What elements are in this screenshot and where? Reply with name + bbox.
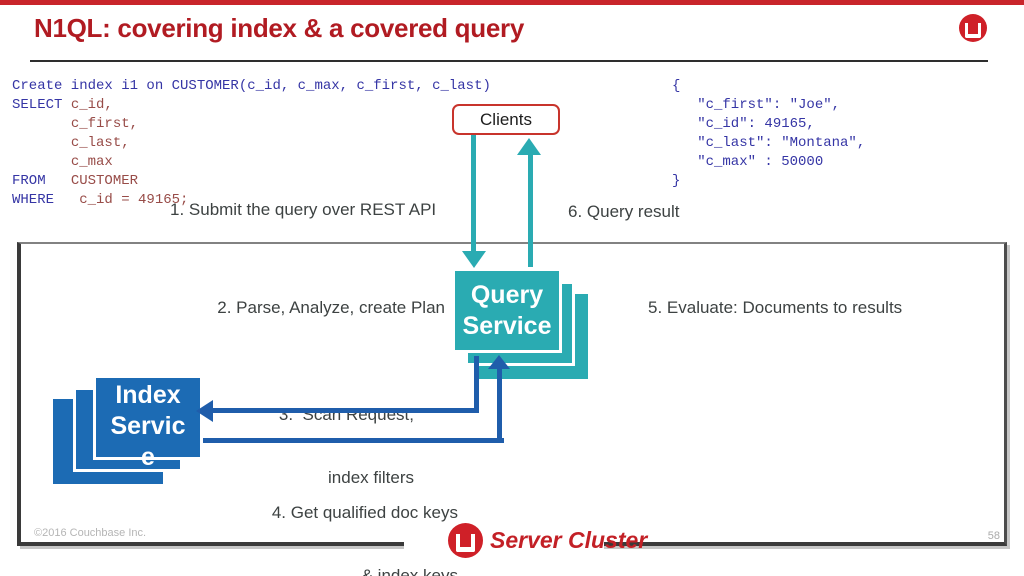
arrow-submit-query-line bbox=[471, 134, 476, 253]
arrow-doc-keys-vline bbox=[497, 367, 502, 443]
json-line: "c_id": 49165, bbox=[672, 116, 815, 132]
top-accent-bar bbox=[0, 0, 1024, 5]
json-line: "c_last": "Montana", bbox=[672, 135, 866, 151]
couchbase-logo-icon bbox=[448, 523, 483, 558]
clients-box: Clients bbox=[452, 104, 560, 135]
step4-label: 4. Get qualified doc keys & index keys bbox=[248, 460, 458, 576]
sql-identifier: c_id, bbox=[70, 97, 113, 113]
json-line: "c_max" : 50000 bbox=[672, 154, 824, 170]
index-service-card: Index Servic e bbox=[93, 375, 203, 471]
server-cluster-label: Server Cluster bbox=[490, 527, 648, 553]
arrow-query-result-line bbox=[528, 154, 533, 267]
arrow-query-result-head-icon bbox=[517, 138, 541, 155]
sql-keyword: FROM bbox=[12, 173, 71, 189]
arrow-scan-request-head-icon bbox=[196, 400, 213, 422]
title-underline bbox=[30, 60, 988, 62]
arrow-scan-request-vline bbox=[474, 356, 479, 413]
arrow-doc-keys-head-icon bbox=[488, 355, 510, 369]
sql-code-block: Create index i1 on CUSTOMER(c_id, c_max,… bbox=[12, 77, 491, 210]
index-service-label-line3: e bbox=[141, 443, 155, 471]
sql-identifier: c_first, bbox=[70, 116, 139, 132]
query-service-label-line2: Service bbox=[462, 311, 552, 340]
sql-identifier: CUSTOMER bbox=[70, 173, 139, 189]
json-result-block: { "c_first": "Joe", "c_id": 49165, "c_la… bbox=[672, 77, 865, 191]
page-title: N1QL: covering index & a covered query bbox=[34, 13, 524, 43]
step4-line1: 4. Get qualified doc keys bbox=[271, 503, 458, 522]
step2-label: 2. Parse, Analyze, create Plan bbox=[217, 298, 445, 317]
index-service-label-line1: Index bbox=[115, 381, 181, 409]
sql-identifier: c_id = 49165; bbox=[79, 192, 189, 208]
arrow-submit-query-head-icon bbox=[462, 251, 486, 268]
copyright-text: ©2016 Couchbase Inc. bbox=[34, 527, 147, 539]
arrow-doc-keys-hline bbox=[203, 438, 504, 443]
sql-keyword: WHERE bbox=[12, 192, 80, 208]
step6-label: 6. Query result bbox=[568, 202, 680, 221]
arrow-scan-request-hline bbox=[212, 408, 478, 413]
couch-glyph bbox=[455, 534, 476, 553]
sql-keyword: SELECT bbox=[12, 97, 71, 113]
json-line: } bbox=[672, 173, 681, 189]
json-line: "c_first": "Joe", bbox=[672, 97, 841, 113]
sql-line: c_first, bbox=[12, 115, 491, 134]
step1-label: 1. Submit the query over REST API bbox=[170, 200, 437, 219]
json-line: { bbox=[672, 78, 681, 94]
sql-keyword: Create index i1 on CUSTOMER(c_id, c_max,… bbox=[12, 78, 491, 94]
query-service-card: Query Service bbox=[452, 268, 562, 353]
page-number: 58 bbox=[987, 530, 1000, 542]
clients-label: Clients bbox=[480, 109, 532, 129]
index-service-label-line2: Servic bbox=[110, 412, 186, 440]
step3-line2: index filters bbox=[328, 468, 414, 487]
sql-keyword bbox=[12, 154, 71, 170]
sql-identifier: c_max bbox=[70, 154, 113, 170]
couch-glyph bbox=[965, 22, 981, 38]
sql-line: c_max bbox=[12, 153, 491, 172]
step4-line2: & index keys bbox=[361, 566, 458, 576]
sql-line: Create index i1 on CUSTOMER(c_id, c_max,… bbox=[12, 77, 491, 96]
sql-line: WHERE c_id = 49165; bbox=[12, 191, 491, 210]
sql-keyword bbox=[12, 135, 71, 151]
sql-line: FROM CUSTOMER bbox=[12, 172, 491, 191]
index-service-stack: Index Servic e bbox=[53, 375, 208, 490]
sql-identifier: c_last, bbox=[70, 135, 130, 151]
step5-label: 5. Evaluate: Documents to results bbox=[648, 298, 903, 317]
query-service-stack: Query Service bbox=[452, 268, 597, 388]
query-service-label-line1: Query bbox=[470, 280, 544, 309]
sql-keyword bbox=[12, 116, 71, 132]
sql-line: SELECT c_id, bbox=[12, 96, 491, 115]
sql-line: c_last, bbox=[12, 134, 491, 153]
couchbase-logo-icon bbox=[959, 14, 987, 42]
